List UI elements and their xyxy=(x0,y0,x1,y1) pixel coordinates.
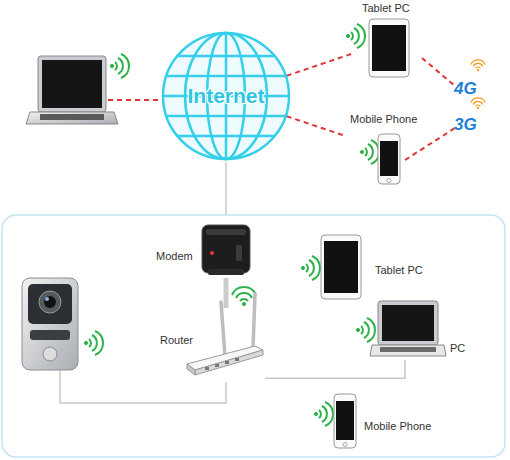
wifi-symbol xyxy=(346,24,365,48)
network-cable xyxy=(265,360,405,378)
tablet-illustration xyxy=(320,234,362,300)
phone-illustration xyxy=(377,133,401,185)
phone-illustration xyxy=(333,393,357,449)
device-label: Tablet PC xyxy=(375,264,423,277)
tablet-device: Tablet PC xyxy=(355,2,425,80)
device-label: Tablet PC xyxy=(362,2,410,15)
network-generation: 3G xyxy=(454,115,477,135)
laptop-illustration xyxy=(26,56,118,124)
uplink-wire xyxy=(225,162,227,215)
doorbell-wire xyxy=(60,370,226,403)
wifi-symbol xyxy=(356,318,375,342)
wifi-symbol xyxy=(360,140,379,164)
wifi-symbol xyxy=(110,54,129,78)
phone-device: Mobile Phone xyxy=(345,113,430,187)
video-doorbell xyxy=(22,278,78,370)
network-generation: 4G xyxy=(454,79,477,99)
tablet-device: Tablet PC xyxy=(318,233,430,301)
modem-illustration xyxy=(200,223,252,277)
signal-symbol xyxy=(471,60,485,71)
router-device: Router xyxy=(155,308,265,382)
phone-device: Mobile Phone xyxy=(333,392,453,450)
device-label: Mobile Phone xyxy=(350,113,417,126)
wifi-symbol xyxy=(301,256,320,280)
signal-symbol xyxy=(471,98,485,109)
pc-device: PC xyxy=(370,298,470,360)
wifi-symbol xyxy=(232,287,256,306)
cloud-label: Internet xyxy=(160,84,292,108)
wireless-link xyxy=(287,116,345,136)
device-label: Modem xyxy=(156,250,193,263)
wireless-link xyxy=(108,99,160,101)
wifi-symbol xyxy=(84,331,103,355)
device-label: PC xyxy=(450,342,465,355)
wireless-link xyxy=(287,53,355,76)
modem-device: Modem xyxy=(150,222,255,278)
network-cable xyxy=(224,278,229,308)
tablet-illustration xyxy=(368,18,410,78)
device-label: Mobile Phone xyxy=(364,420,431,433)
internet-globe: Internet xyxy=(160,30,292,162)
local-network-band xyxy=(2,215,505,457)
wireless-link xyxy=(405,128,455,160)
wireless-link xyxy=(422,58,455,86)
wifi-symbol xyxy=(314,402,333,426)
device-label: Router xyxy=(160,334,193,347)
router-illustration xyxy=(185,308,265,382)
laptop-illustration xyxy=(370,300,446,360)
